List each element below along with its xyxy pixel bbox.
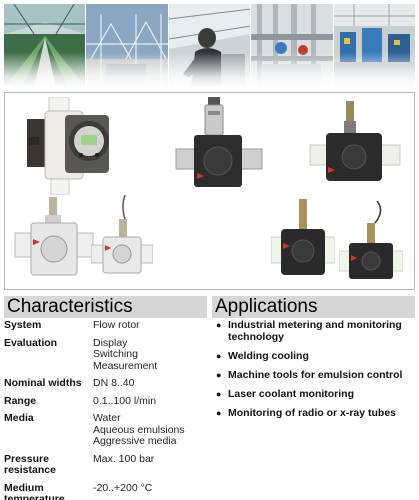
- flow-rotor-with-display: [21, 96, 117, 200]
- flow-rotor-with-switch: [172, 97, 268, 200]
- spec-row-pressure: Pressure resistance Max. 100 bar: [4, 452, 209, 477]
- product-panel: [4, 92, 415, 290]
- flow-rotor-black-compact: [306, 101, 404, 198]
- characteristics-heading: Characteristics: [4, 296, 207, 318]
- spec-row-range: Range 0.1..100 l/min: [4, 394, 209, 408]
- banner-fade: [4, 52, 415, 88]
- spec-value: Max. 100 bar: [93, 452, 209, 477]
- spec-value: -20..+200 °C: [93, 481, 209, 500]
- spec-value: 0.1..100 l/min: [93, 394, 209, 408]
- spec-value-line: Aqueous emulsions: [93, 423, 185, 436]
- spec-value-line: 0.1..100 l/min: [93, 394, 157, 407]
- spec-label: Evaluation: [4, 336, 58, 349]
- spec-value-line: Max. 100 bar: [93, 452, 155, 465]
- spec-row-system: System Flow rotor: [4, 319, 209, 332]
- spec-value: Water Aqueous emulsions Aggressive media: [93, 412, 209, 448]
- characteristics-list: System Flow rotor Evaluation Display Swi…: [4, 319, 209, 500]
- spec-value-line: Aggressive media: [93, 435, 177, 447]
- spec-value-line: Measurement: [93, 359, 158, 372]
- spec-value-line: Switching: [93, 348, 138, 360]
- application-text: Monitoring of radio or x-ray tubes: [228, 406, 397, 419]
- spec-value-line: DN 8..40: [93, 377, 135, 389]
- application-item: ● Machine tools for emulsion control: [216, 368, 416, 382]
- spec-row-evaluation: Evaluation Display Switching Measurement: [4, 336, 209, 373]
- spec-label: Pressure resistance: [4, 452, 56, 476]
- spec-value-line: Water: [93, 412, 121, 424]
- spec-value-line: Display: [93, 336, 128, 349]
- application-text: Industrial metering and monitoring techn…: [228, 319, 402, 343]
- application-item: ● Laser coolant monitoring: [216, 387, 416, 401]
- spec-value-line: -20..+200 °C: [93, 481, 153, 494]
- flow-rotor-black-small: [338, 200, 404, 286]
- applications-list: ● Industrial metering and monitoring tec…: [216, 319, 416, 427]
- spec-value: Flow rotor: [93, 319, 209, 332]
- spec-label: Range: [4, 394, 37, 407]
- bullet-icon: ●: [216, 350, 222, 361]
- application-text: Machine tools for emulsion control: [228, 368, 403, 381]
- application-item: ● Monitoring of radio or x-ray tubes: [216, 406, 416, 420]
- spec-value-line: Flow rotor: [93, 319, 140, 331]
- flow-rotor-white-small: [90, 194, 154, 284]
- application-item: ● Welding cooling: [216, 349, 416, 363]
- spec-value: DN 8..40: [93, 377, 209, 390]
- spec-row-temperature: Medium temperature -20..+200 °C: [4, 481, 209, 500]
- flow-rotor-black-large: [270, 199, 336, 286]
- application-text: Laser coolant monitoring: [228, 387, 355, 400]
- bullet-icon: ●: [216, 407, 222, 418]
- spec-label: Medium temperature: [4, 481, 65, 500]
- bullet-icon: ●: [216, 388, 222, 399]
- spec-value: Display Switching Measurement: [93, 336, 209, 373]
- spec-label: Media: [4, 412, 34, 424]
- bullet-icon: ●: [216, 320, 222, 330]
- spec-label: Nominal widths: [4, 377, 82, 389]
- application-item: ● Industrial metering and monitoring tec…: [216, 319, 416, 343]
- flow-rotor-white-large: [13, 197, 97, 288]
- bullet-icon: ●: [216, 369, 222, 380]
- spec-row-nominal-widths: Nominal widths DN 8..40: [4, 377, 209, 390]
- spec-label: System: [4, 319, 42, 331]
- applications-heading: Applications: [212, 296, 415, 318]
- spec-row-media: Media Water Aqueous emulsions Aggressive…: [4, 412, 209, 448]
- application-text: Welding cooling: [228, 349, 309, 362]
